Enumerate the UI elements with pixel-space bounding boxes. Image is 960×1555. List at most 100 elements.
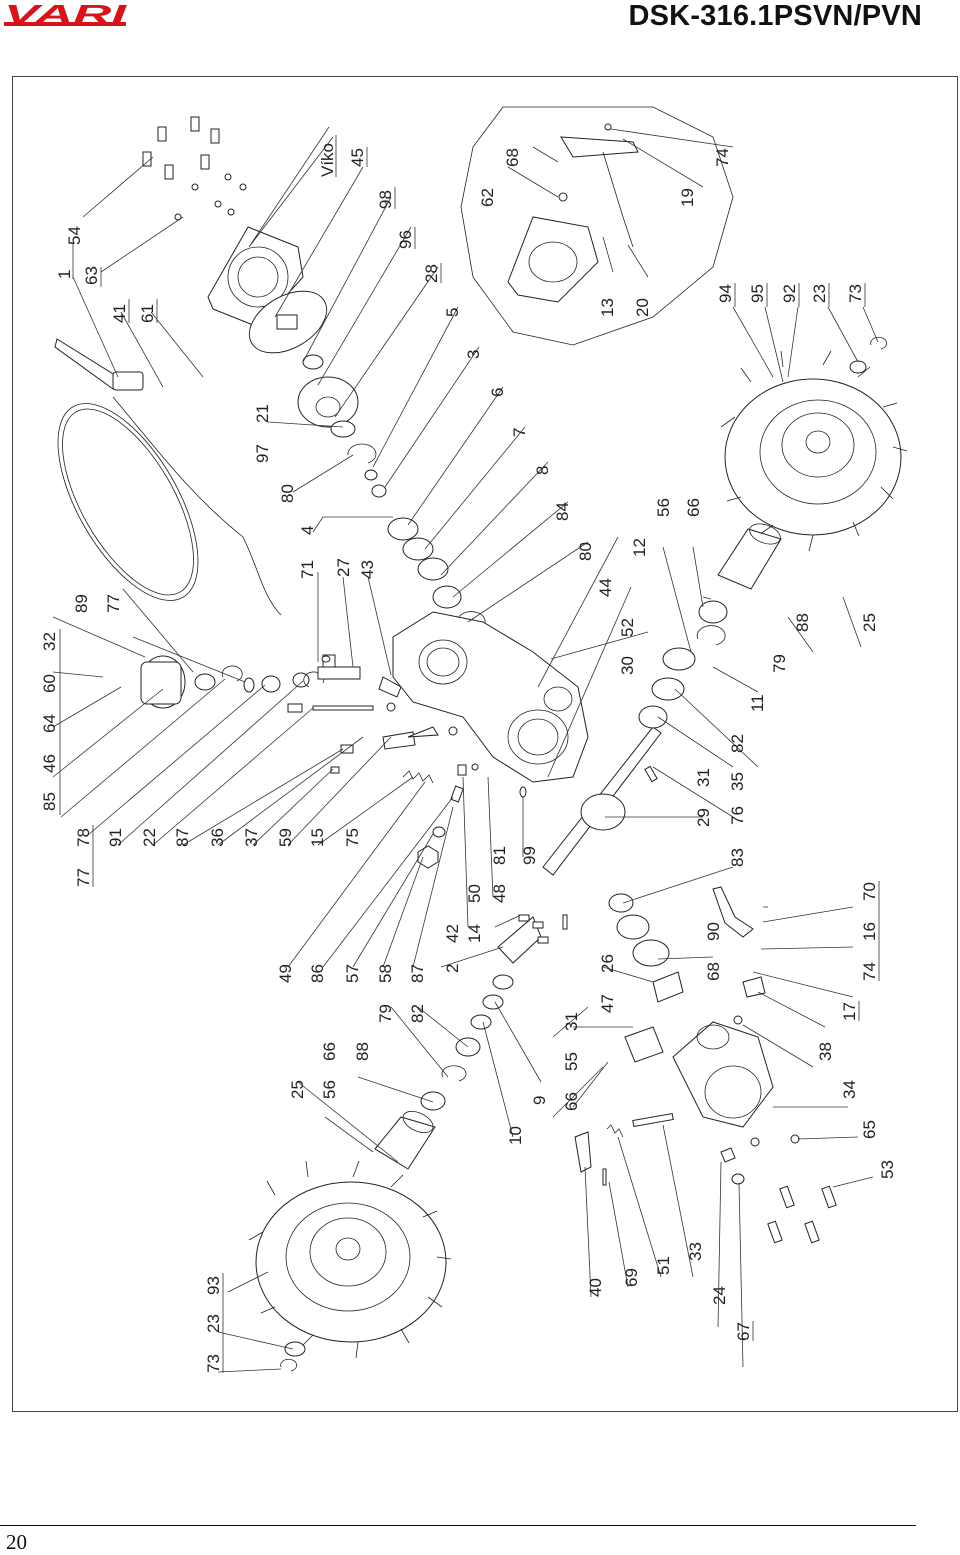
callout-66-mid: 66 xyxy=(562,1092,581,1111)
callout-17: 17 xyxy=(840,1002,859,1021)
callout-27: 27 xyxy=(334,558,353,577)
callout-93: 93 xyxy=(204,1276,223,1295)
callout-71: 71 xyxy=(298,560,317,579)
callout-31-right: 31 xyxy=(694,768,713,787)
callout-99: 99 xyxy=(520,846,539,865)
callout-67: 67 xyxy=(734,1322,753,1341)
label-underlines xyxy=(59,135,880,1373)
callout-57: 57 xyxy=(343,964,362,983)
callout-19: 19 xyxy=(678,188,697,207)
callout-90: 90 xyxy=(704,922,723,941)
pin-33 xyxy=(632,1112,674,1128)
callout-41: 41 xyxy=(110,304,129,323)
gearbox-housing xyxy=(392,611,589,783)
callout-14: 14 xyxy=(465,924,484,943)
detail-inset-outline xyxy=(460,106,734,346)
callout-54: 54 xyxy=(65,226,84,245)
callout-66-left: 66 xyxy=(320,1042,339,1061)
callout-25-left: 25 xyxy=(288,1080,307,1099)
callout-78: 78 xyxy=(74,828,93,847)
callout-20: 20 xyxy=(633,298,652,317)
spring-pin-27 xyxy=(317,666,361,680)
callout-88-left: 88 xyxy=(353,1042,372,1061)
vari-logo-underline xyxy=(4,22,126,26)
lever-bracket xyxy=(112,371,144,391)
callout-97: 97 xyxy=(253,444,272,463)
callout-30: 30 xyxy=(618,656,637,675)
callout-12: 12 xyxy=(630,538,649,557)
circlip-80 xyxy=(347,443,377,464)
gear-29 xyxy=(580,793,626,831)
callout-viko: Víko xyxy=(318,143,337,177)
callout-74-top: 74 xyxy=(713,148,732,167)
callout-82-left: 82 xyxy=(408,1004,427,1023)
wheel-left xyxy=(248,1160,452,1359)
callout-79-right: 79 xyxy=(770,654,789,673)
callout-35: 35 xyxy=(728,772,747,791)
callout-48: 48 xyxy=(490,884,509,903)
callout-63: 63 xyxy=(82,266,101,285)
callout-79-left: 79 xyxy=(376,1004,395,1023)
callout-55: 55 xyxy=(562,1052,581,1071)
bushing-26 xyxy=(652,971,684,1003)
callout-31-mid: 31 xyxy=(562,1012,581,1031)
callout-84: 84 xyxy=(553,502,572,521)
callout-64: 64 xyxy=(40,714,59,733)
callout-46: 46 xyxy=(40,754,59,773)
callout-92: 92 xyxy=(780,284,799,303)
callout-29: 29 xyxy=(694,808,713,827)
callout-86: 86 xyxy=(308,964,327,983)
callout-75: 75 xyxy=(343,828,362,847)
callout-labels: 1 54 63 41 61 Víko 45 98 96 28 5 3 6 7 8… xyxy=(40,143,897,1373)
callout-85: 85 xyxy=(40,792,59,811)
model-title: DSK-316.1PSVN/PVN xyxy=(628,0,922,32)
callout-8: 8 xyxy=(533,466,552,475)
callout-3: 3 xyxy=(464,350,483,359)
callout-51: 51 xyxy=(654,1256,673,1275)
bolt-group-top xyxy=(142,116,247,221)
callout-96: 96 xyxy=(396,230,415,249)
callout-25-right: 25 xyxy=(860,613,879,632)
callout-42: 42 xyxy=(443,924,462,943)
callout-94: 94 xyxy=(716,284,735,303)
wheel-right xyxy=(720,350,908,552)
callout-82-right: 82 xyxy=(728,734,747,753)
callout-62: 62 xyxy=(478,188,497,207)
callout-98: 98 xyxy=(376,190,395,209)
callout-74-bottom: 74 xyxy=(860,962,879,981)
spring-75 xyxy=(402,770,434,784)
callout-15: 15 xyxy=(308,828,327,847)
hub-sleeve-left xyxy=(374,1116,436,1170)
bearing-8 xyxy=(432,585,462,609)
callout-44: 44 xyxy=(596,578,615,597)
callout-59: 59 xyxy=(276,828,295,847)
callout-50: 50 xyxy=(465,884,484,903)
bolt-group-bottom xyxy=(767,1185,837,1244)
callout-56-left: 56 xyxy=(320,1080,339,1099)
exploded-parts-diagram: 1 54 63 41 61 Víko 45 98 96 28 5 3 6 7 8… xyxy=(40,106,908,1373)
callout-52: 52 xyxy=(618,618,637,637)
callout-95: 95 xyxy=(748,284,767,303)
callout-43: 43 xyxy=(358,560,377,579)
callout-9: 9 xyxy=(530,1096,549,1105)
callout-23-bottom: 23 xyxy=(204,1314,223,1333)
callout-26: 26 xyxy=(598,954,617,973)
callout-53: 53 xyxy=(878,1160,897,1179)
leader-lines xyxy=(52,126,879,1373)
callout-38: 38 xyxy=(816,1042,835,1061)
callout-91: 91 xyxy=(106,828,125,847)
gearbox-bore-upper xyxy=(418,639,468,685)
callout-40: 40 xyxy=(586,1278,605,1297)
page-number: 20 xyxy=(6,1530,27,1554)
seal-4 xyxy=(387,517,419,541)
hub-housing xyxy=(672,1021,774,1128)
callout-77-bottom: 77 xyxy=(74,868,93,887)
callout-73-bottom: 73 xyxy=(204,1354,223,1373)
drive-belt xyxy=(57,403,199,601)
callout-23-top: 23 xyxy=(810,284,829,303)
callout-49: 49 xyxy=(276,964,295,983)
vari-logo: VARI xyxy=(4,1,128,29)
callout-6: 6 xyxy=(488,388,507,397)
callout-56-right: 56 xyxy=(654,498,673,517)
callout-1: 1 xyxy=(55,270,74,279)
